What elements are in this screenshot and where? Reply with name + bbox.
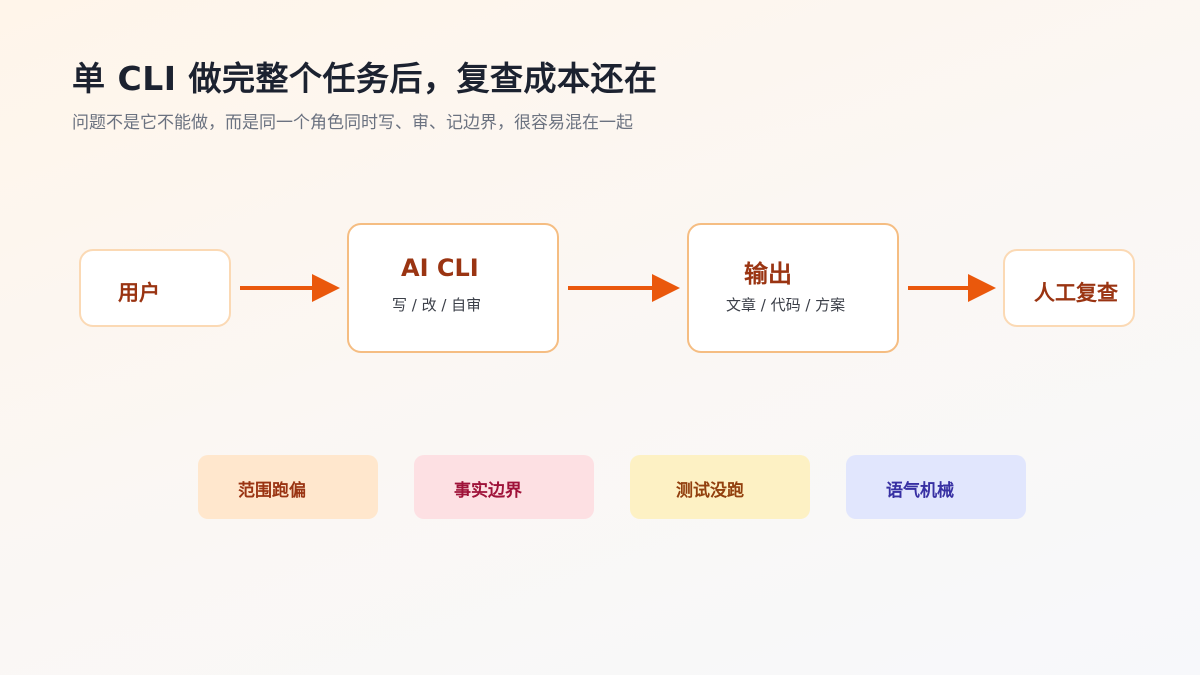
- flow-node-review-label: 人工复查: [1034, 281, 1118, 305]
- flow-node-output-label: 输出: [744, 260, 792, 288]
- issue-tag-tests-not-run: 测试没跑: [630, 455, 810, 519]
- issue-tag-label: 测试没跑: [676, 481, 744, 501]
- flow-arrow-user-to-ai: [240, 274, 340, 302]
- issue-tag-label: 事实边界: [454, 481, 522, 501]
- flow-node-output: 输出 文章 / 代码 / 方案: [687, 223, 899, 353]
- issue-tag-label: 语气机械: [886, 481, 954, 501]
- flow-node-output-sub: 文章 / 代码 / 方案: [726, 296, 846, 314]
- issue-tag-fact-boundary: 事实边界: [414, 455, 594, 519]
- flow-arrow-ai-to-output: [568, 274, 680, 302]
- issue-tag-scope-drift: 范围跑偏: [198, 455, 378, 519]
- issue-tag-label: 范围跑偏: [238, 481, 306, 501]
- slide-title: 单 CLI 做完整个任务后，复查成本还在: [72, 59, 658, 98]
- flow-node-ai-cli-label: AI CLI: [401, 254, 479, 282]
- flow-node-review: 人工复查: [1003, 249, 1135, 327]
- flow-node-ai-cli-sub: 写 / 改 / 自审: [392, 296, 482, 314]
- issue-tag-mechanical-tone: 语气机械: [846, 455, 1026, 519]
- slide-subtitle: 问题不是它不能做，而是同一个角色同时写、审、记边界，很容易混在一起: [72, 113, 633, 133]
- flow-node-user-label: 用户: [118, 281, 160, 305]
- flow-node-ai-cli: AI CLI 写 / 改 / 自审: [347, 223, 559, 353]
- flow-node-user: 用户: [79, 249, 231, 327]
- flow-arrow-output-to-review: [908, 274, 996, 302]
